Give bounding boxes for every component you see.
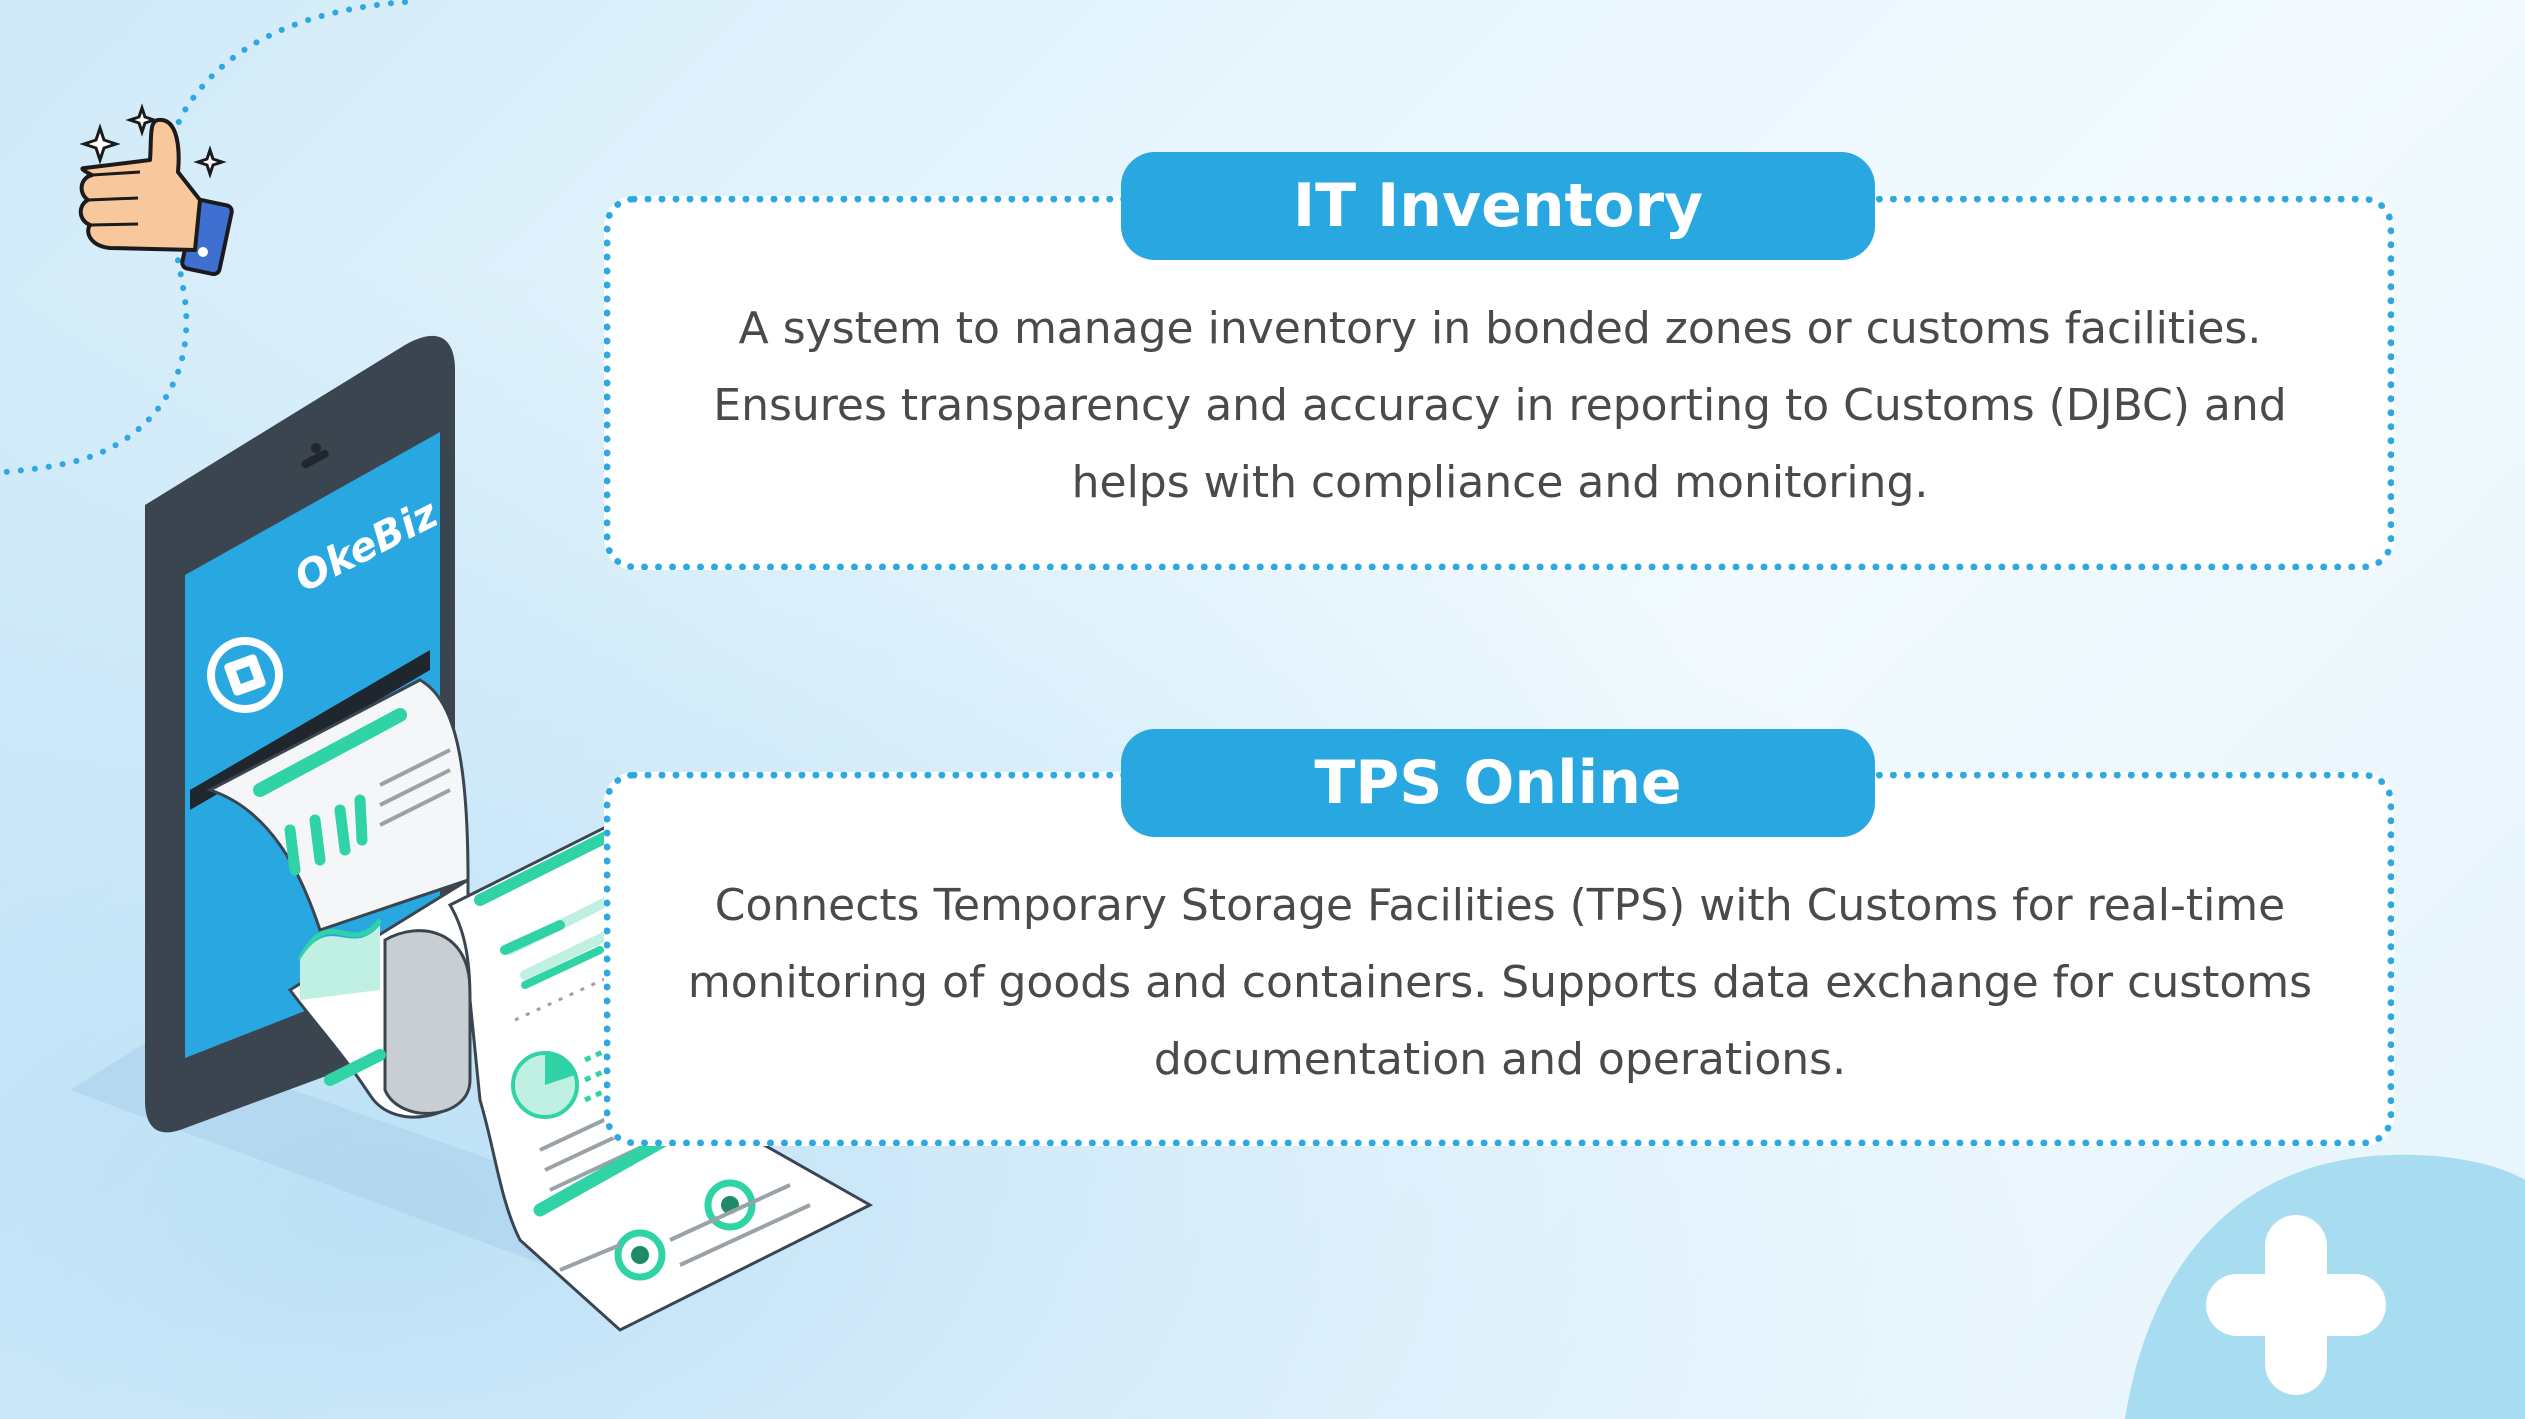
thumbs-up-icon bbox=[78, 117, 234, 277]
sparkle-icon bbox=[79, 103, 227, 179]
tps-online-description: Connects Temporary Storage Facilities (T… bbox=[687, 880, 2313, 1085]
it-inventory-title: IT Inventory bbox=[1121, 152, 1875, 260]
puzzle-logo-icon bbox=[207, 637, 283, 713]
tps-online-title: TPS Online bbox=[1121, 729, 1875, 837]
dotted-curve bbox=[2, 0, 408, 475]
it-inventory-description: A system to manage inventory in bonded z… bbox=[713, 303, 2287, 508]
plus-icon bbox=[2206, 1215, 2386, 1395]
